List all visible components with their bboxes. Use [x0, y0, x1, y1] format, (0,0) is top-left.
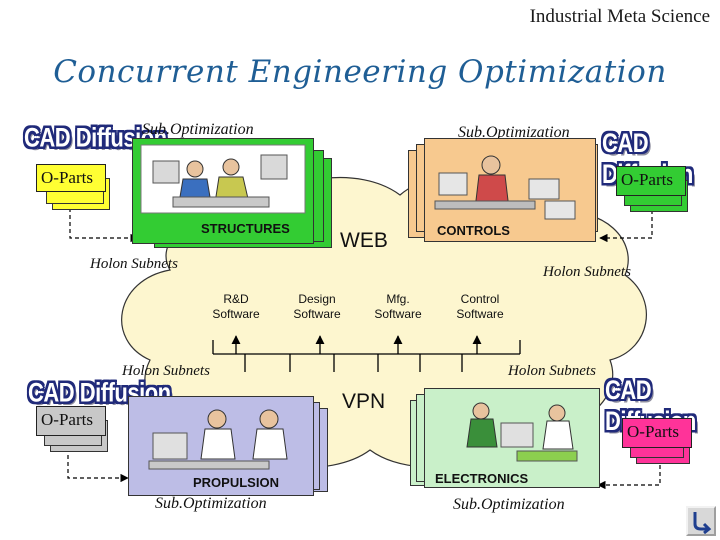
engineers-at-computer-illustration: [148, 409, 288, 470]
holon-subnets-bottom-right: Holon Subnets: [508, 363, 596, 379]
propulsion-label: PROPULSION: [193, 475, 279, 490]
return-arrow-icon: [693, 512, 712, 535]
mfg-software-label: Mfg.Software: [374, 292, 422, 321]
structures-label: STRUCTURES: [201, 221, 290, 236]
engineers-at-workstation-illustration: [140, 144, 306, 214]
propulsion-panel: PROPULSION: [128, 396, 314, 496]
web-label: WEB: [340, 229, 388, 252]
software-bus: [212, 335, 521, 372]
suboptimization-bottom-right: Sub.Optimization: [453, 496, 565, 513]
oparts-top-right: O-Parts: [616, 166, 686, 196]
header-bar: [0, 0, 720, 34]
slide-title: Concurrent Engineering Optimization: [53, 54, 667, 90]
suboptimization-top-right: Sub.Optimization: [458, 124, 570, 141]
electronics-panel: ELECTRONICS: [424, 388, 600, 488]
oparts-bottom-right: O-Parts: [622, 418, 692, 448]
suboptimization-top-left: Sub.Optimization: [142, 121, 254, 138]
holon-subnets-bottom-left: Holon Subnets: [122, 363, 210, 379]
oparts-top-left: O-Parts: [36, 164, 106, 192]
oparts-links: [67, 208, 661, 490]
holon-subnets-top-left: Holon Subnets: [90, 256, 178, 272]
electronics-label: ELECTRONICS: [435, 471, 529, 486]
oparts-bottom-left: O-Parts: [36, 406, 106, 436]
structures-panel: STRUCTURES: [132, 138, 314, 244]
header-text: Industrial Meta Science: [529, 6, 710, 27]
suboptimization-bottom-left: Sub.Optimization: [155, 495, 267, 512]
electronics-lab-illustration: [466, 402, 578, 462]
controls-panel: CONTROLS: [424, 138, 596, 242]
vpn-label: VPN: [342, 390, 386, 413]
return-button[interactable]: [686, 506, 716, 536]
engineer-at-controls-illustration: [434, 155, 576, 220]
controls-label: CONTROLS: [437, 223, 510, 238]
holon-subnets-top-right: Holon Subnets: [543, 264, 631, 280]
